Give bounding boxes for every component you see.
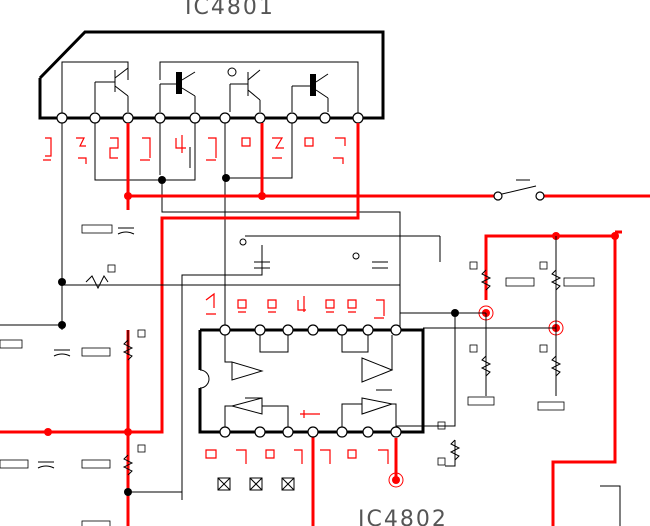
resistor-r-right-2-icon xyxy=(550,269,562,291)
test-point-icon xyxy=(388,472,404,488)
ic4802-internal-wiring xyxy=(224,335,397,427)
red-supply-bus xyxy=(0,123,650,526)
ic4802-pin-voltage-marks xyxy=(205,292,389,464)
resistor-r-right-4-icon xyxy=(550,355,562,377)
part-label-glyphs xyxy=(0,224,595,526)
nc-pin-markers xyxy=(217,477,295,491)
transistor-q3-icon xyxy=(227,67,261,112)
ic4801-package xyxy=(38,30,385,120)
capacitor-c-mid2-icon xyxy=(352,252,388,269)
ic4802-package xyxy=(198,328,425,434)
resistor-r-right-3-icon xyxy=(480,355,492,377)
capacitor-c2-icon xyxy=(117,227,135,235)
inductor-icon xyxy=(85,275,109,290)
op-amp-3-icon xyxy=(230,397,263,415)
op-amp-4-icon xyxy=(361,397,394,415)
capacitor-c-left-icon xyxy=(53,349,71,357)
transistor-q1-icon xyxy=(94,67,129,112)
resistor-r-bottom-icon xyxy=(449,439,461,461)
resistor-r-right-1-icon xyxy=(480,269,492,291)
ic4801-leads xyxy=(61,123,401,330)
ic4802-label: IC4802 xyxy=(358,507,448,526)
switch-icon xyxy=(493,179,545,201)
junction-dots xyxy=(44,174,619,496)
resistor-left-icon xyxy=(122,339,134,361)
resistor-r3-icon xyxy=(122,454,134,476)
transistor-q4-icon xyxy=(291,73,329,112)
ic4801-pin-voltage-marks xyxy=(43,135,346,164)
capacitor-c3-icon xyxy=(37,461,55,469)
op-amp-1-icon xyxy=(224,335,264,381)
left-signal-wiring xyxy=(0,235,441,500)
capacitor-c-mid-icon xyxy=(239,238,270,269)
transistor-q2-icon xyxy=(159,71,196,112)
right-side-wiring xyxy=(396,236,621,526)
ic4801-label: IC4801 xyxy=(185,0,275,20)
op-amp-2-icon xyxy=(361,335,394,383)
ic4802-pins-top xyxy=(219,324,402,336)
